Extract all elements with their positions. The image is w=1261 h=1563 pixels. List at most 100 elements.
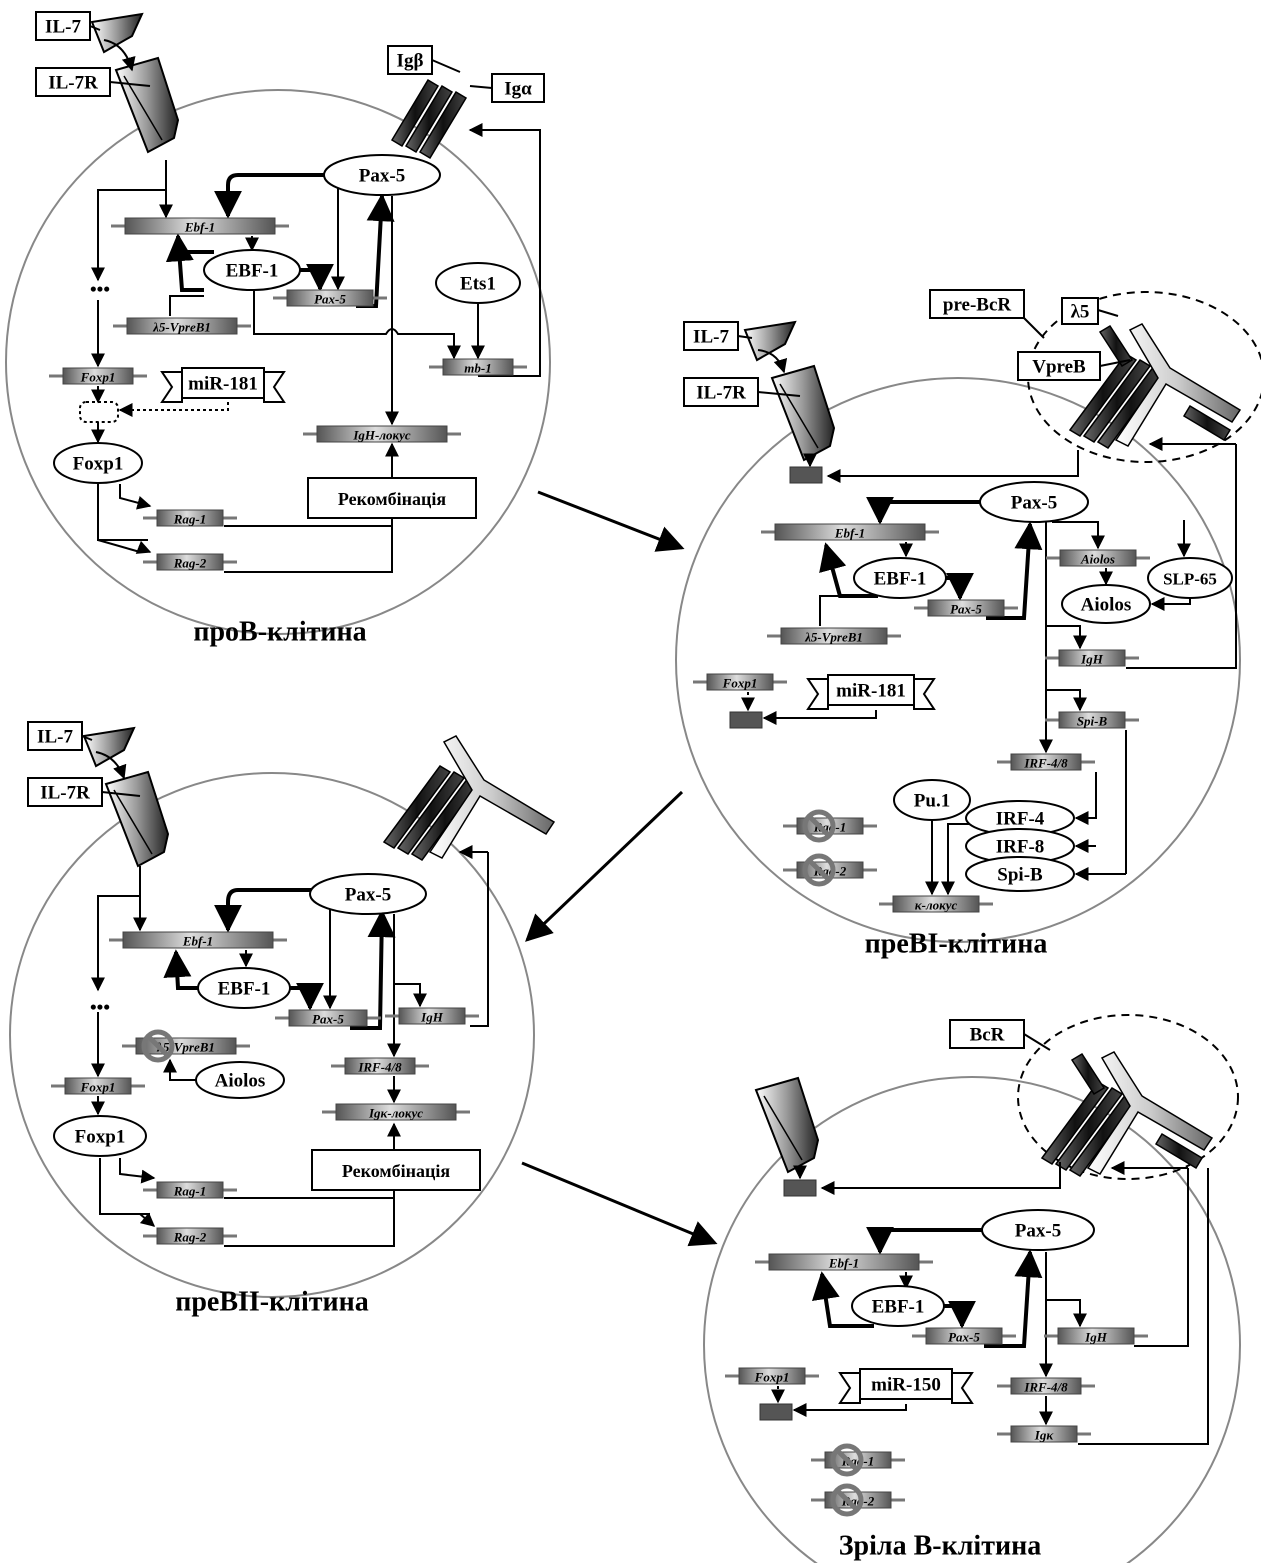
ig-alpha-label-box: Igα xyxy=(492,74,544,102)
regulation-arrow xyxy=(170,296,204,316)
pax5-protein: Pax-5 xyxy=(310,874,426,914)
foxp1-gene: Foxp1 xyxy=(49,368,147,385)
regulation-arrow xyxy=(170,1060,196,1080)
pre-b2-cell-membrane xyxy=(10,773,534,1297)
regulation-arrow xyxy=(820,596,868,626)
aiolos-protein: Aiolos xyxy=(1062,585,1150,623)
regulation-arrow xyxy=(224,518,392,526)
pre-bcr-icon xyxy=(1070,324,1240,448)
rag2-gene-label: Rag-2 xyxy=(173,1230,207,1245)
regulation-arrow xyxy=(1052,522,1098,548)
regulation-arrow xyxy=(120,402,228,410)
il7-label-box: IL-7 xyxy=(684,322,738,350)
vpreb-label-box: VpreB xyxy=(1018,352,1100,380)
igh-locus-gene: IgH-локус xyxy=(303,426,461,443)
pre-bcr-label-box-label: pre-BcR xyxy=(943,295,1012,316)
ebf1-protein-label: EBF-1 xyxy=(226,261,279,282)
il7-ligand-icon xyxy=(84,728,134,766)
mir150-ribbon-label: miR-150 xyxy=(871,1375,941,1396)
regulation-arrow xyxy=(178,236,204,290)
pax5-gene: Pax-5 xyxy=(275,1010,381,1027)
regulation-arrow xyxy=(228,175,340,216)
ebf1-gene-label: Ebf-1 xyxy=(834,526,865,541)
regulation-arrow xyxy=(1098,310,1118,316)
pax5-protein: Pax-5 xyxy=(980,482,1088,522)
recombination-box-label: Рекомбінація xyxy=(338,489,447,509)
il7r-label-box: IL-7R xyxy=(684,378,758,406)
il7r-label-box: IL-7R xyxy=(36,68,110,96)
foxp1-gene-label: Foxp1 xyxy=(80,1080,116,1095)
foxp1-protein-label: Foxp1 xyxy=(75,1127,126,1148)
recombination-box: Рекомбінація xyxy=(312,1150,480,1190)
regulation-arrow xyxy=(946,578,960,598)
bcr-label-box: BcR xyxy=(950,1020,1024,1048)
ebf1-protein-label: EBF-1 xyxy=(872,1297,925,1318)
regulation-arrow xyxy=(100,1158,150,1214)
foxp1-gene: Foxp1 xyxy=(725,1368,819,1385)
foxp1-target-placeholder xyxy=(80,402,118,422)
regulation-arrow xyxy=(880,502,980,522)
regulation-arrow xyxy=(1046,690,1080,710)
kappa-locus-gene: κ-локус xyxy=(879,896,993,913)
regulation-arrow xyxy=(298,270,320,289)
rag2-gene: Rag-2 xyxy=(811,1486,905,1514)
ebf1-protein-label: EBF-1 xyxy=(218,979,271,1000)
ebf1-protein-label: EBF-1 xyxy=(874,569,927,590)
irf48-gene: IRF-4/8 xyxy=(331,1058,429,1075)
regulation-arrow xyxy=(140,548,150,552)
lambda5-label-box: λ5 xyxy=(1062,298,1098,324)
recombination-box: Рекомбінація xyxy=(308,478,476,518)
l5vpreb1-gene-label: λ5-VpreB1 xyxy=(804,630,863,645)
rag2-gene: Rag-2 xyxy=(143,1228,237,1245)
regulation-arrow xyxy=(1076,772,1096,818)
igh-gene: IgH xyxy=(1045,650,1139,667)
il7-label-box: IL-7 xyxy=(28,722,82,750)
regulation-arrow xyxy=(828,450,1078,476)
pax5-protein-label: Pax-5 xyxy=(1015,1221,1061,1242)
rag2-gene-label: Rag-2 xyxy=(173,556,207,571)
ebf1-gene-label: Ebf-1 xyxy=(182,934,213,949)
il7r-label-box-label: IL-7R xyxy=(48,73,98,94)
foxp1-gene: Foxp1 xyxy=(51,1078,145,1095)
regulation-arrow xyxy=(942,1306,962,1326)
mir150-ribbon: miR-150 xyxy=(840,1369,972,1403)
il7-label-box-label: IL-7 xyxy=(693,327,729,348)
regulation-arrow xyxy=(1152,598,1190,604)
pre-bcr-label-box: pre-BcR xyxy=(930,290,1024,318)
ig-alpha-label-box-label: Igα xyxy=(504,79,532,100)
aiolos-gene: Aiolos xyxy=(1046,550,1150,567)
regulation-arrow xyxy=(432,60,460,72)
ebf1-protein: EBF-1 xyxy=(204,250,300,290)
regulation-arrow xyxy=(98,190,166,280)
spib-gene: Spi-B xyxy=(1045,712,1139,729)
pre-b2-title: преВІІ-клітина xyxy=(175,1287,369,1318)
pro-b-title: проВ-клітина xyxy=(193,617,366,648)
pax5-protein: Pax-5 xyxy=(982,1210,1094,1250)
pax5-protein: Pax-5 xyxy=(324,155,440,195)
regulation-arrow xyxy=(120,1158,154,1178)
regulation-arrow xyxy=(470,130,540,376)
recombination-box-label: Рекомбінація xyxy=(342,1161,451,1181)
aiolos-protein: Aiolos xyxy=(196,1062,284,1098)
regulation-arrow xyxy=(1046,1300,1080,1326)
pax5-gene: Pax-5 xyxy=(914,600,1018,617)
pax5-gene: Pax-5 xyxy=(912,1328,1016,1345)
regulation-arrow xyxy=(470,86,492,88)
regulation-arrow xyxy=(1046,626,1080,648)
rag1-gene-label: Rag-1 xyxy=(173,1184,207,1199)
mature-b-title: Зріла В-клітина xyxy=(839,1531,1041,1562)
regulation-arrow xyxy=(470,852,488,1026)
ellipsis-label: ••• xyxy=(90,998,110,1019)
mir181-ribbon: miR-181 xyxy=(808,675,934,709)
pax5-gene-label: Pax-5 xyxy=(948,1330,980,1345)
spib-gene-label: Spi-B xyxy=(1077,714,1108,729)
igh-gene-label: IgH xyxy=(1084,1330,1108,1345)
regulation-arrow xyxy=(140,1214,154,1226)
regulation-arrow xyxy=(120,484,150,506)
foxp1-gene-label: Foxp1 xyxy=(722,676,758,691)
regulation-arrow xyxy=(394,984,420,1006)
pax5-protein-label: Pax-5 xyxy=(1011,493,1057,514)
il7-receptor-icon xyxy=(772,366,834,460)
ebf1-gene-label: Ebf-1 xyxy=(184,220,215,235)
